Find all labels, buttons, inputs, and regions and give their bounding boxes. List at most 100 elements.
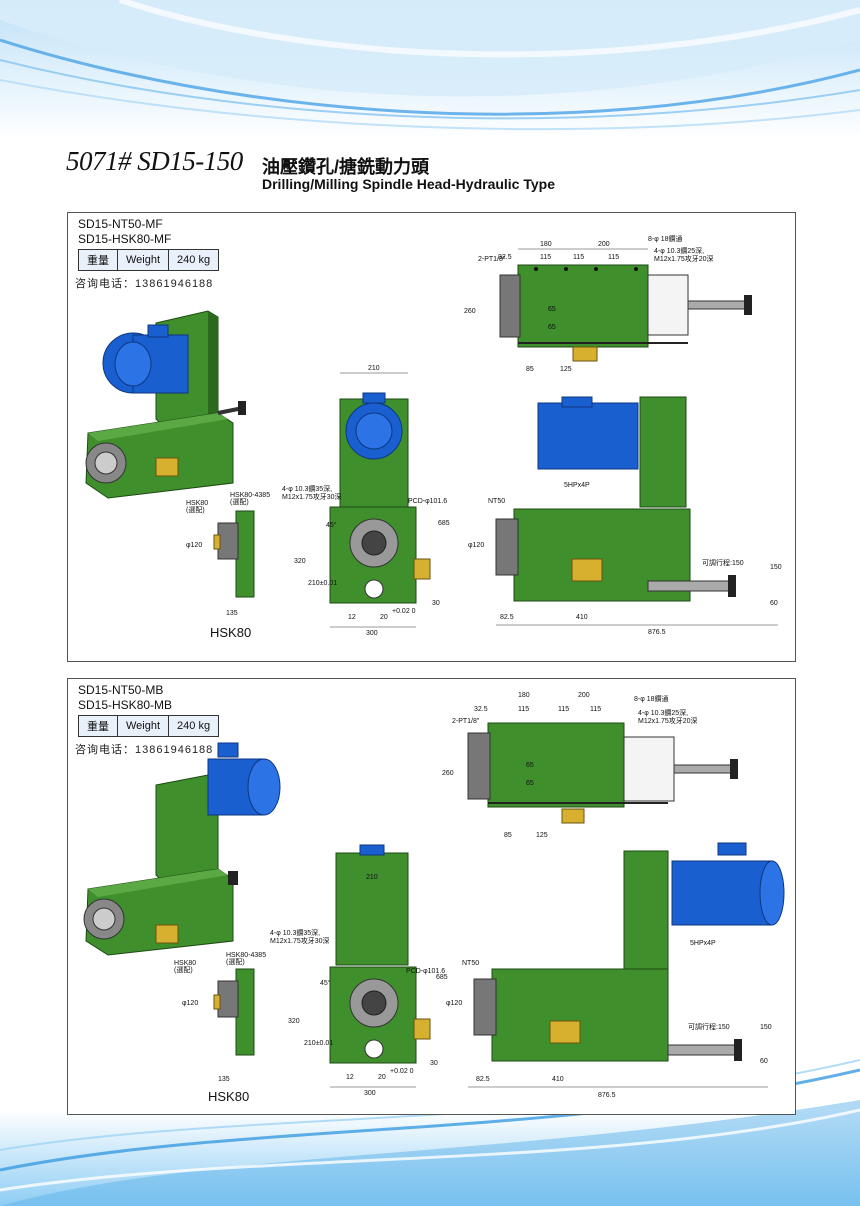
- dim-260: 260: [442, 770, 454, 777]
- dim-32-5: 32.5: [498, 254, 512, 261]
- dim-150: 150: [760, 1024, 772, 1031]
- dim-260: 260: [464, 308, 476, 315]
- dim-135: 135: [218, 1076, 230, 1083]
- note-pcd: PCD-φ101.6: [408, 498, 447, 505]
- hsk-caption: HSK80: [208, 1089, 250, 1104]
- dim-85: 85: [504, 832, 512, 839]
- dim-410: 410: [576, 614, 588, 621]
- dim-30: 30: [432, 600, 440, 607]
- dim-115-c: 115: [608, 254, 619, 261]
- weight-label-cn: 重量: [78, 715, 118, 737]
- dim-320: 320: [288, 1018, 300, 1025]
- model-line-1: SD15-NT50-MB: [78, 683, 164, 697]
- dim-115-c: 115: [590, 706, 601, 713]
- dim-82-5: 82.5: [476, 1076, 490, 1083]
- note-holes-front: 4-φ 10.3鑽35深,: [270, 928, 320, 937]
- dim-125: 125: [536, 832, 548, 839]
- note-holes-side: 4-φ 10.3鑽25深,: [638, 708, 688, 717]
- side-view-drawing: 5HPx4P NT50 φ120 可調行程:150 150 60 82.5 41…: [446, 842, 785, 1099]
- dim-320: 320: [294, 558, 306, 565]
- dim-20: 20: [378, 1074, 386, 1081]
- note-pcd: PCD-φ101.6: [406, 968, 445, 975]
- weight-table: 重量 Weight 240 kg: [78, 715, 220, 737]
- model-code: 5071# SD15-150: [66, 146, 243, 176]
- note-thread-side: M12x1.75攻牙20深: [638, 716, 698, 725]
- dim-120-hsk: φ120: [182, 1000, 198, 1007]
- hsk-side-view: HSK80 (選配) HSK80-4385 (選配) φ120 135: [174, 952, 266, 1083]
- dim-82-5: 82.5: [500, 614, 514, 621]
- label-hsk-tool: HSK80-4385: [230, 492, 270, 499]
- label-hsk-tool: HSK80-4385: [226, 952, 266, 959]
- note-thread-front: M12x1.75攻牙30深: [270, 936, 330, 945]
- label-hsk-small-sub: (選配): [174, 965, 193, 974]
- weight-table: 重量 Weight 240 kg: [78, 249, 220, 271]
- label-motor: 5HPx4P: [564, 482, 590, 489]
- dim-135: 135: [226, 610, 238, 617]
- front-view-drawing: 210 4-φ 10.3鑽35深, M12x1.75攻牙30深 PCD-φ101…: [282, 365, 450, 637]
- dim-180: 180: [518, 692, 530, 699]
- dim-200: 200: [578, 692, 590, 699]
- dim-20: 20: [380, 614, 388, 621]
- title-chinese: 油壓鑽孔/搪銑動力頭: [262, 157, 430, 177]
- dim-65-b: 65: [548, 324, 556, 331]
- note-holes-top: 8-φ 18鑽通: [648, 234, 683, 243]
- side-view-drawing: 5HPx4P NT50 φ120 可調行程:150 150 60 82.5 41…: [468, 396, 782, 636]
- note-pt: 2-PT1/8": [452, 718, 480, 725]
- weight-label-en: Weight: [116, 715, 170, 737]
- dim-300: 300: [364, 1090, 376, 1097]
- contact-phone: 咨询电话：13861946188: [75, 278, 214, 290]
- hsk-caption: HSK80: [210, 625, 252, 640]
- label-nt50: NT50: [462, 960, 479, 967]
- dim-65-b: 65: [526, 780, 534, 787]
- isometric-machine-illustration: [83, 742, 281, 956]
- model-line-2: SD15-HSK80-MF: [78, 232, 172, 246]
- dim-210-tol: 210±0.01: [308, 580, 337, 587]
- dim-210: 210: [368, 365, 380, 372]
- dim-12: 12: [348, 614, 356, 621]
- dim-180: 180: [540, 241, 552, 248]
- weight-label-en: Weight: [116, 249, 170, 271]
- label-motor: 5HPx4P: [690, 940, 716, 947]
- technical-drawing-mf: 180 200 32.5 115 115 115 8-φ 18鑽通 4-φ 10…: [85, 234, 782, 637]
- dim-115-a: 115: [540, 254, 551, 261]
- dim-876-5: 876.5: [648, 629, 666, 636]
- note-thread-front: M12x1.75攻牙30深: [282, 492, 342, 501]
- label-hsk-small: HSK80: [174, 960, 196, 967]
- title-english: Drilling/Milling Spindle Head-Hydraulic …: [262, 176, 555, 192]
- dim-150: 150: [770, 564, 782, 571]
- note-holes-front: 4-φ 10.3鑽35深,: [282, 484, 332, 493]
- hsk-side-view: HSK80 (選配) HSK80-4385 (選配) φ120 135: [186, 492, 270, 617]
- dim-32-5: 32.5: [474, 706, 488, 713]
- dim-30: 30: [430, 1060, 438, 1067]
- dim-115-b: 115: [558, 706, 569, 713]
- label-hsk-small-sub: (選配): [186, 505, 205, 514]
- front-view-drawing: 210 4-φ 10.3鑽35深, M12x1.75攻牙30深 PCD-φ101…: [270, 844, 448, 1097]
- dim-60: 60: [760, 1058, 768, 1065]
- dim-12: 12: [346, 1074, 354, 1081]
- dim-20-tol: +0.02 0: [392, 608, 416, 615]
- dim-685: 685: [436, 974, 448, 981]
- note-thread-side: M12x1.75攻牙20深: [654, 254, 714, 263]
- dim-210: 210: [366, 874, 378, 881]
- dim-685: 685: [438, 520, 450, 527]
- dim-45: 45°: [320, 979, 331, 987]
- label-nt50: NT50: [488, 498, 505, 505]
- dim-120-hsk: φ120: [186, 542, 202, 549]
- dim-65-a: 65: [526, 762, 534, 769]
- dim-115-b: 115: [573, 254, 584, 261]
- weight-value: 240 kg: [168, 249, 220, 271]
- label-stroke: 可調行程:150: [688, 1022, 730, 1031]
- technical-drawing-mb: 180 200 32.5 115 115 115 8-φ 18鑽通 4-φ 10…: [83, 692, 785, 1099]
- dim-45: 45°: [326, 521, 337, 529]
- dim-20-tol: +0.02 0: [390, 1068, 414, 1075]
- label-hsk-small: HSK80: [186, 500, 208, 507]
- label-hsk-tool-sub: (選配): [226, 957, 245, 966]
- note-holes-top: 8-φ 18鑽通: [634, 694, 669, 703]
- weight-value: 240 kg: [168, 715, 220, 737]
- dim-125: 125: [560, 366, 572, 373]
- dim-65-a: 65: [548, 306, 556, 313]
- spec-panel-mf: SD15-NT50-MF SD15-HSK80-MF 重量 Weight 240…: [67, 212, 796, 662]
- top-view-drawing: 180 200 32.5 115 115 115 8-φ 18鑽通 4-φ 10…: [464, 234, 752, 373]
- contact-phone: 咨询电话：13861946188: [75, 744, 214, 756]
